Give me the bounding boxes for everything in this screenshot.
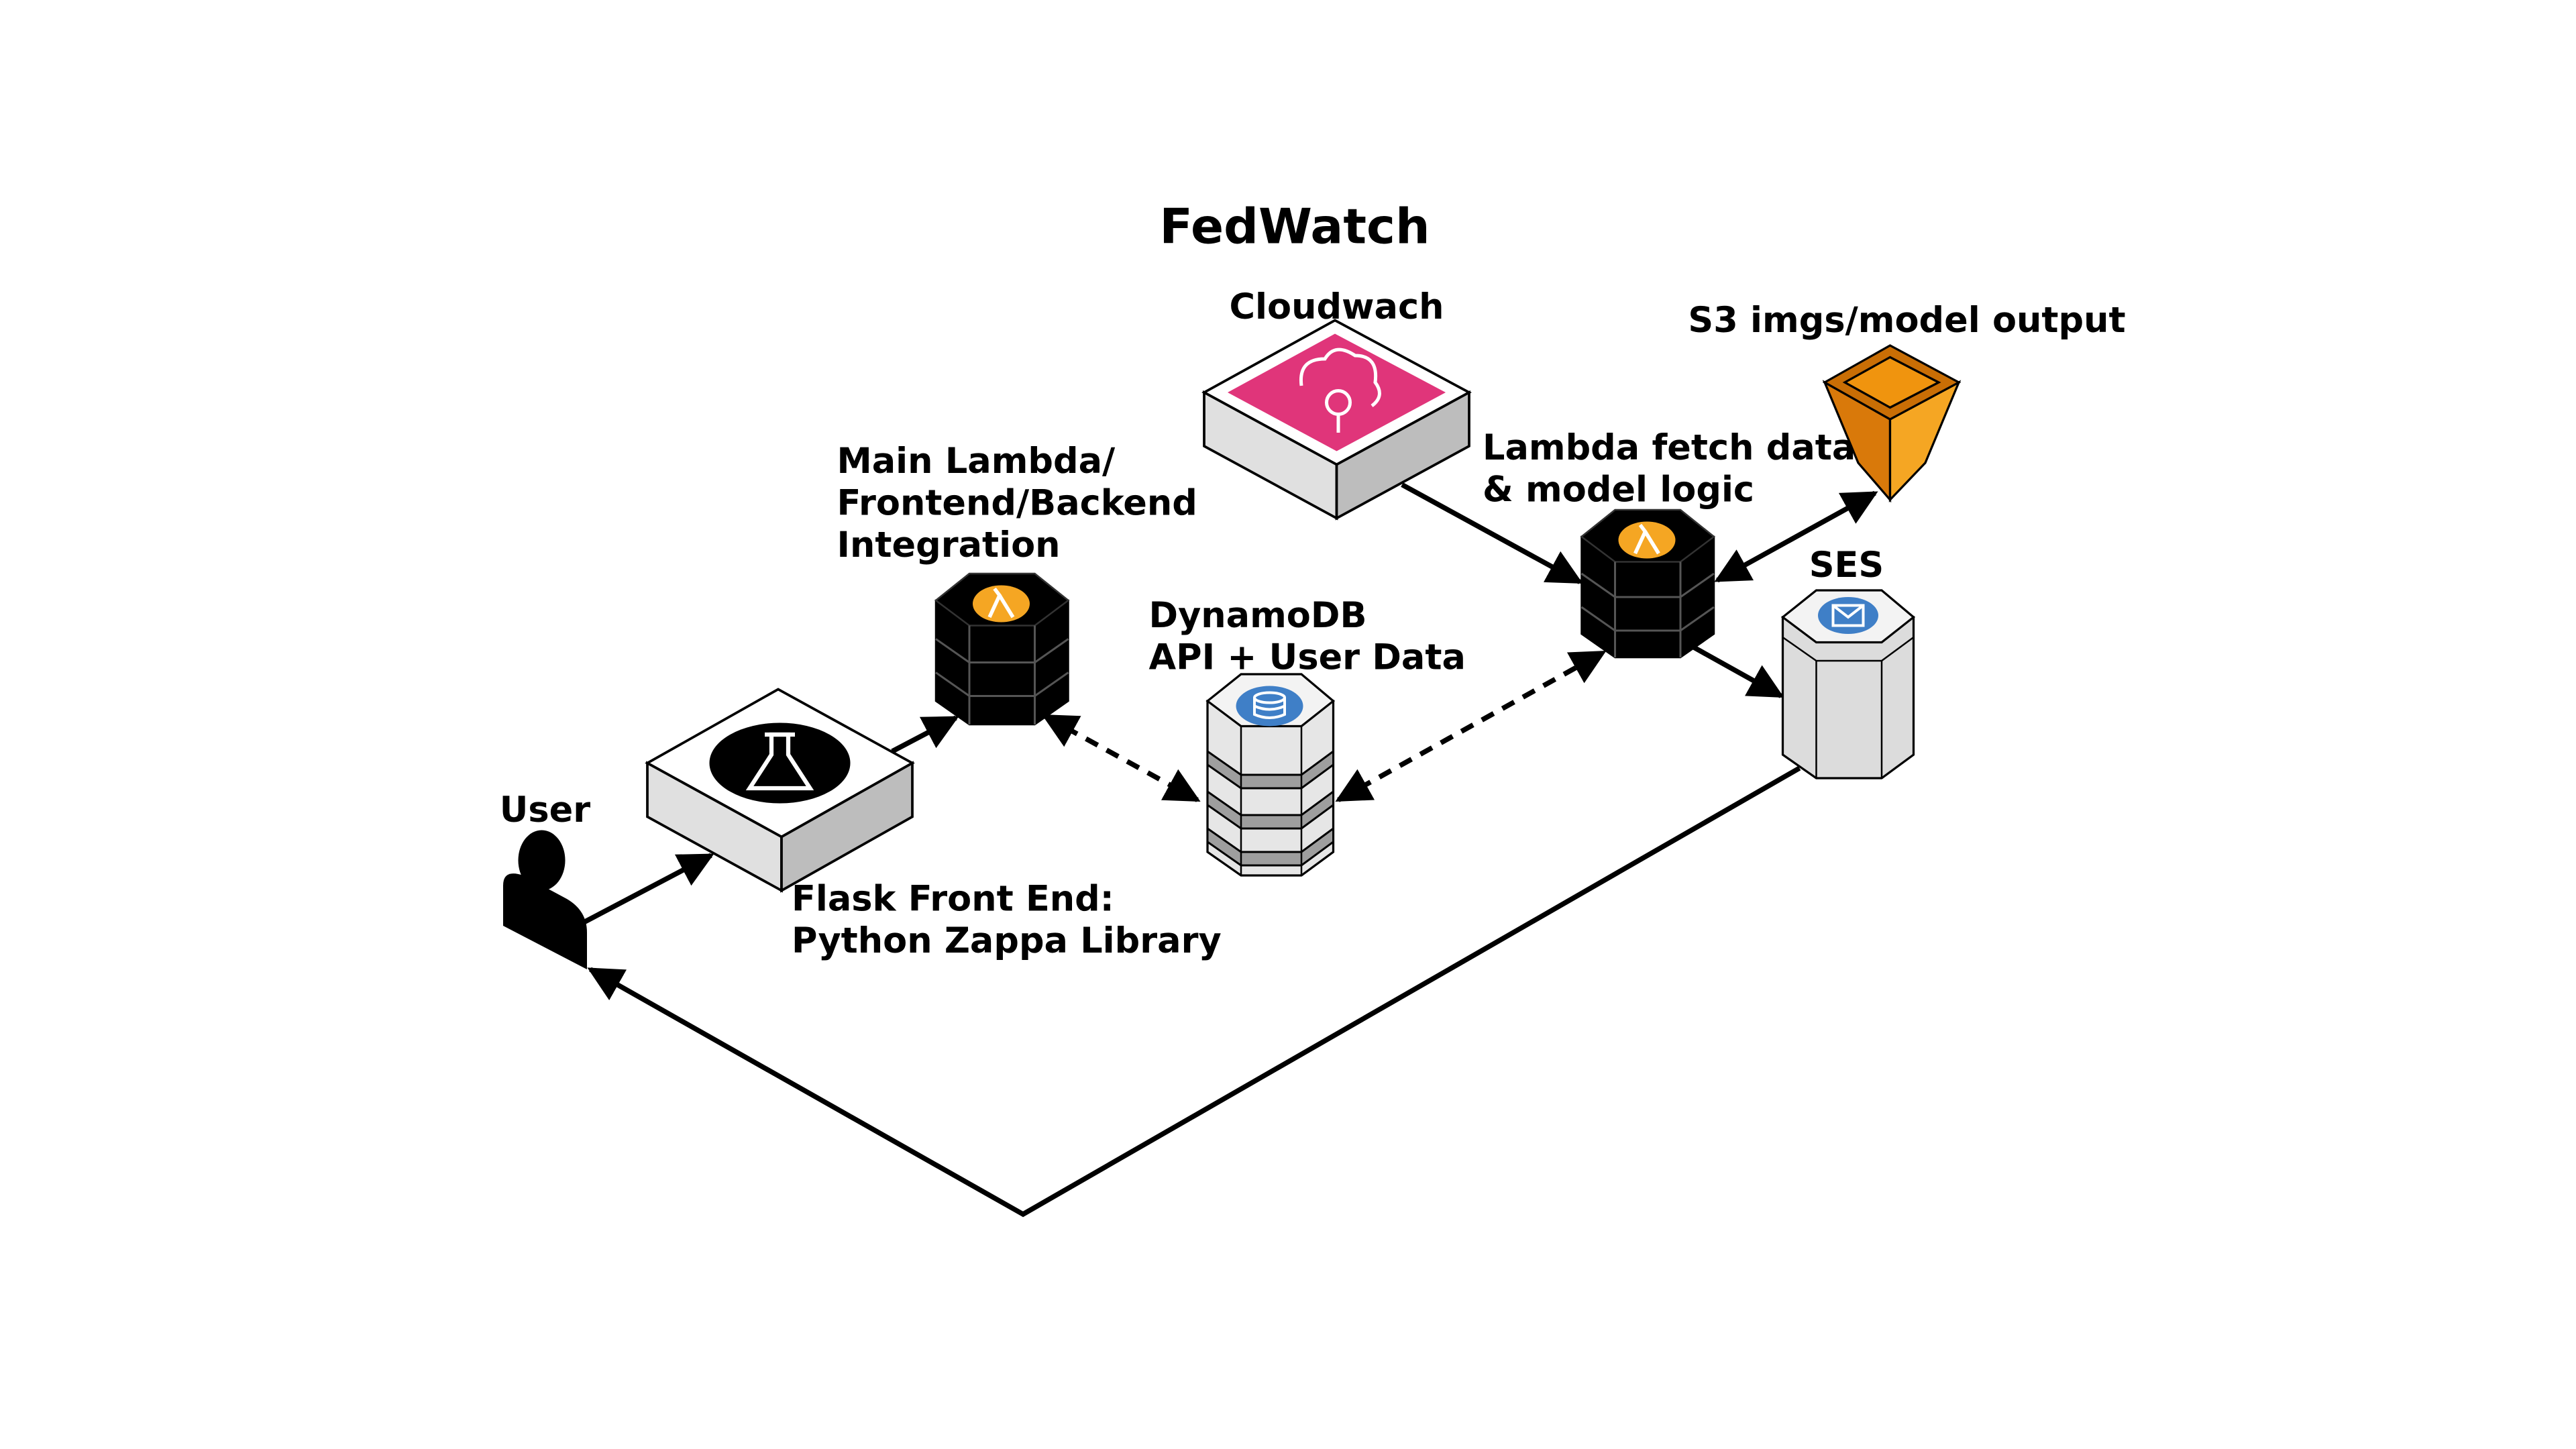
main-lambda-label-line-1: Main Lambda/ — [837, 441, 1116, 482]
ses-node: SES — [1780, 545, 1916, 780]
cloudwatch-label: Cloudwach — [1230, 286, 1444, 327]
cloudwatch-icon — [1299, 347, 1381, 433]
dynamodb-label-line-1: DynamoDB — [1149, 595, 1367, 636]
lambda-icon — [973, 585, 1030, 623]
user-label: User — [500, 790, 590, 830]
s3-label: S3 imgs/model output — [1688, 300, 2125, 341]
edge-dynamodb-lambda-fetch — [1335, 650, 1607, 802]
flask-icon — [709, 722, 851, 804]
cloudwatch-node: Cloudwach — [1201, 286, 1472, 521]
lambda-icon — [1618, 521, 1676, 559]
flask-label-line-2: Python Zappa Library — [792, 920, 1222, 961]
lambda-fetch-node: Lambda fetch data & model logic — [1483, 427, 1856, 659]
ses-icon — [1818, 597, 1878, 634]
s3-node: S3 imgs/model output — [1688, 300, 2126, 503]
main-lambda-label-line-2: Frontend/Backend — [837, 483, 1197, 524]
edges — [582, 482, 1878, 1218]
s3-bucket-icon — [1822, 344, 1962, 503]
flask-label-line-1: Flask Front End: — [792, 879, 1114, 920]
dynamodb-node: DynamoDB API + User Data — [1149, 595, 1466, 877]
user-icon — [503, 830, 587, 969]
main-lambda-node: Main Lambda/ Frontend/Backend Integratio… — [837, 441, 1197, 726]
dynamodb-label-line-2: API + User Data — [1149, 637, 1466, 678]
edge-lambda-fetch-s3 — [1714, 490, 1878, 583]
edge-user-to-flask — [582, 853, 714, 925]
diagram-title: FedWatch — [1159, 199, 1430, 256]
edge-flask-to-main-lambda — [891, 715, 959, 754]
flask-node: Flask Front End: Python Zappa Library — [645, 688, 1222, 961]
lambda-fetch-label-line-1: Lambda fetch data — [1483, 427, 1856, 468]
edge-cloudwatch-to-lambda-fetch — [1401, 482, 1583, 584]
edge-lambda-fetch-to-ses — [1693, 645, 1784, 698]
lambda-fetch-label-line-2: & model logic — [1483, 470, 1754, 511]
user-node: User — [500, 790, 590, 969]
ses-label: SES — [1809, 545, 1884, 586]
edge-ses-to-user — [587, 765, 1801, 1218]
edge-main-lambda-dynamodb — [1041, 714, 1201, 802]
dynamodb-icon — [1236, 686, 1303, 727]
main-lambda-label-line-3: Integration — [837, 525, 1061, 566]
